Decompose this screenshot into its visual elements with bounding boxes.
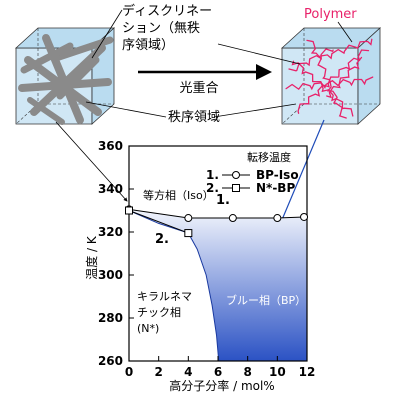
x-tick-label: 2 <box>154 365 162 379</box>
polymer-strand <box>285 76 374 91</box>
y-tick-label: 260 <box>98 354 123 368</box>
y-tick-label: 300 <box>98 268 123 282</box>
disordered-cube <box>14 27 116 125</box>
photopolymerization-arrow <box>138 64 272 80</box>
data-markers <box>125 205 309 238</box>
disclination-label-3: 序領域） <box>122 37 174 53</box>
polymer-network <box>285 38 374 119</box>
data-point-square <box>184 229 193 238</box>
chiral-nematic-label-3: (N*) <box>137 322 159 335</box>
y-axis-ticks: 260 280 300 320 340 360 <box>98 139 134 368</box>
legend-square-marker <box>232 184 240 192</box>
x-tick-label: 8 <box>243 365 251 379</box>
legend-label-2: N*-BP <box>256 181 295 195</box>
liquid-crystal-rods <box>18 34 114 125</box>
chiral-nematic-label-1: キラルネマ <box>137 290 192 303</box>
polymer-strand <box>291 60 354 117</box>
curve-1-label: 1. <box>216 193 230 208</box>
blue-phase-region <box>129 209 307 361</box>
polymer-strand <box>288 48 334 72</box>
x-axis-label: 高分子分率 / mol% <box>169 378 274 393</box>
polymer-strand <box>319 38 373 60</box>
legend-index-1: 1. <box>206 168 219 182</box>
curve-2-label: 2. <box>155 232 169 247</box>
cube-to-point-arrow <box>55 121 128 202</box>
x-tick-label: 6 <box>214 365 222 379</box>
chiral-nematic-label-2: チック相 <box>137 306 181 319</box>
isotropic-phase-label: 等方相（Iso） <box>143 188 214 202</box>
series-line-n*-bp <box>128 210 189 234</box>
phase-boundary <box>128 210 220 362</box>
polymer-stabilized-cube <box>280 27 382 125</box>
ordered-region-label: 秩序領域 <box>168 109 220 125</box>
phase-diagram: 260 280 300 320 340 360 0 2 4 6 8 10 12 温度 / K 高分子分… <box>84 139 315 393</box>
photopolymerization-label: 光重合 <box>179 80 218 96</box>
data-point-circle <box>228 214 237 223</box>
y-axis-label: 温度 / K <box>84 235 99 280</box>
x-tick-label: 12 <box>299 365 316 379</box>
disclination-label-2: ション（無秩 <box>122 21 200 36</box>
legend: 転移温度 1. BP-Iso 2. N*-BP <box>206 150 299 195</box>
legend-circle-marker <box>232 171 240 179</box>
x-tick-label: 10 <box>269 365 286 379</box>
legend-index-2: 2. <box>206 181 219 195</box>
polymer-strand <box>326 56 363 99</box>
legend-title: 転移温度 <box>247 150 291 164</box>
y-tick-label: 340 <box>98 182 123 196</box>
blue-phase-label: ブルー相（BP） <box>226 293 306 307</box>
polymer-strand <box>306 39 347 119</box>
data-point-circle <box>300 212 309 221</box>
x-axis-ticks: 0 2 4 6 8 10 12 <box>125 356 316 379</box>
y-tick-label: 280 <box>98 311 123 325</box>
disclination-label-1: ディスクリネー <box>122 3 212 19</box>
data-point-circle <box>184 214 193 223</box>
y-tick-label: 360 <box>98 139 123 153</box>
data-point-circle <box>273 214 282 223</box>
polymer-label: Polymer <box>304 7 357 22</box>
legend-label-1: BP-Iso <box>256 168 299 182</box>
data-point-square <box>125 206 133 215</box>
x-tick-label: 0 <box>125 365 133 379</box>
y-tick-label: 320 <box>98 225 123 239</box>
x-tick-label: 4 <box>184 365 192 379</box>
leader-lines <box>85 9 353 118</box>
